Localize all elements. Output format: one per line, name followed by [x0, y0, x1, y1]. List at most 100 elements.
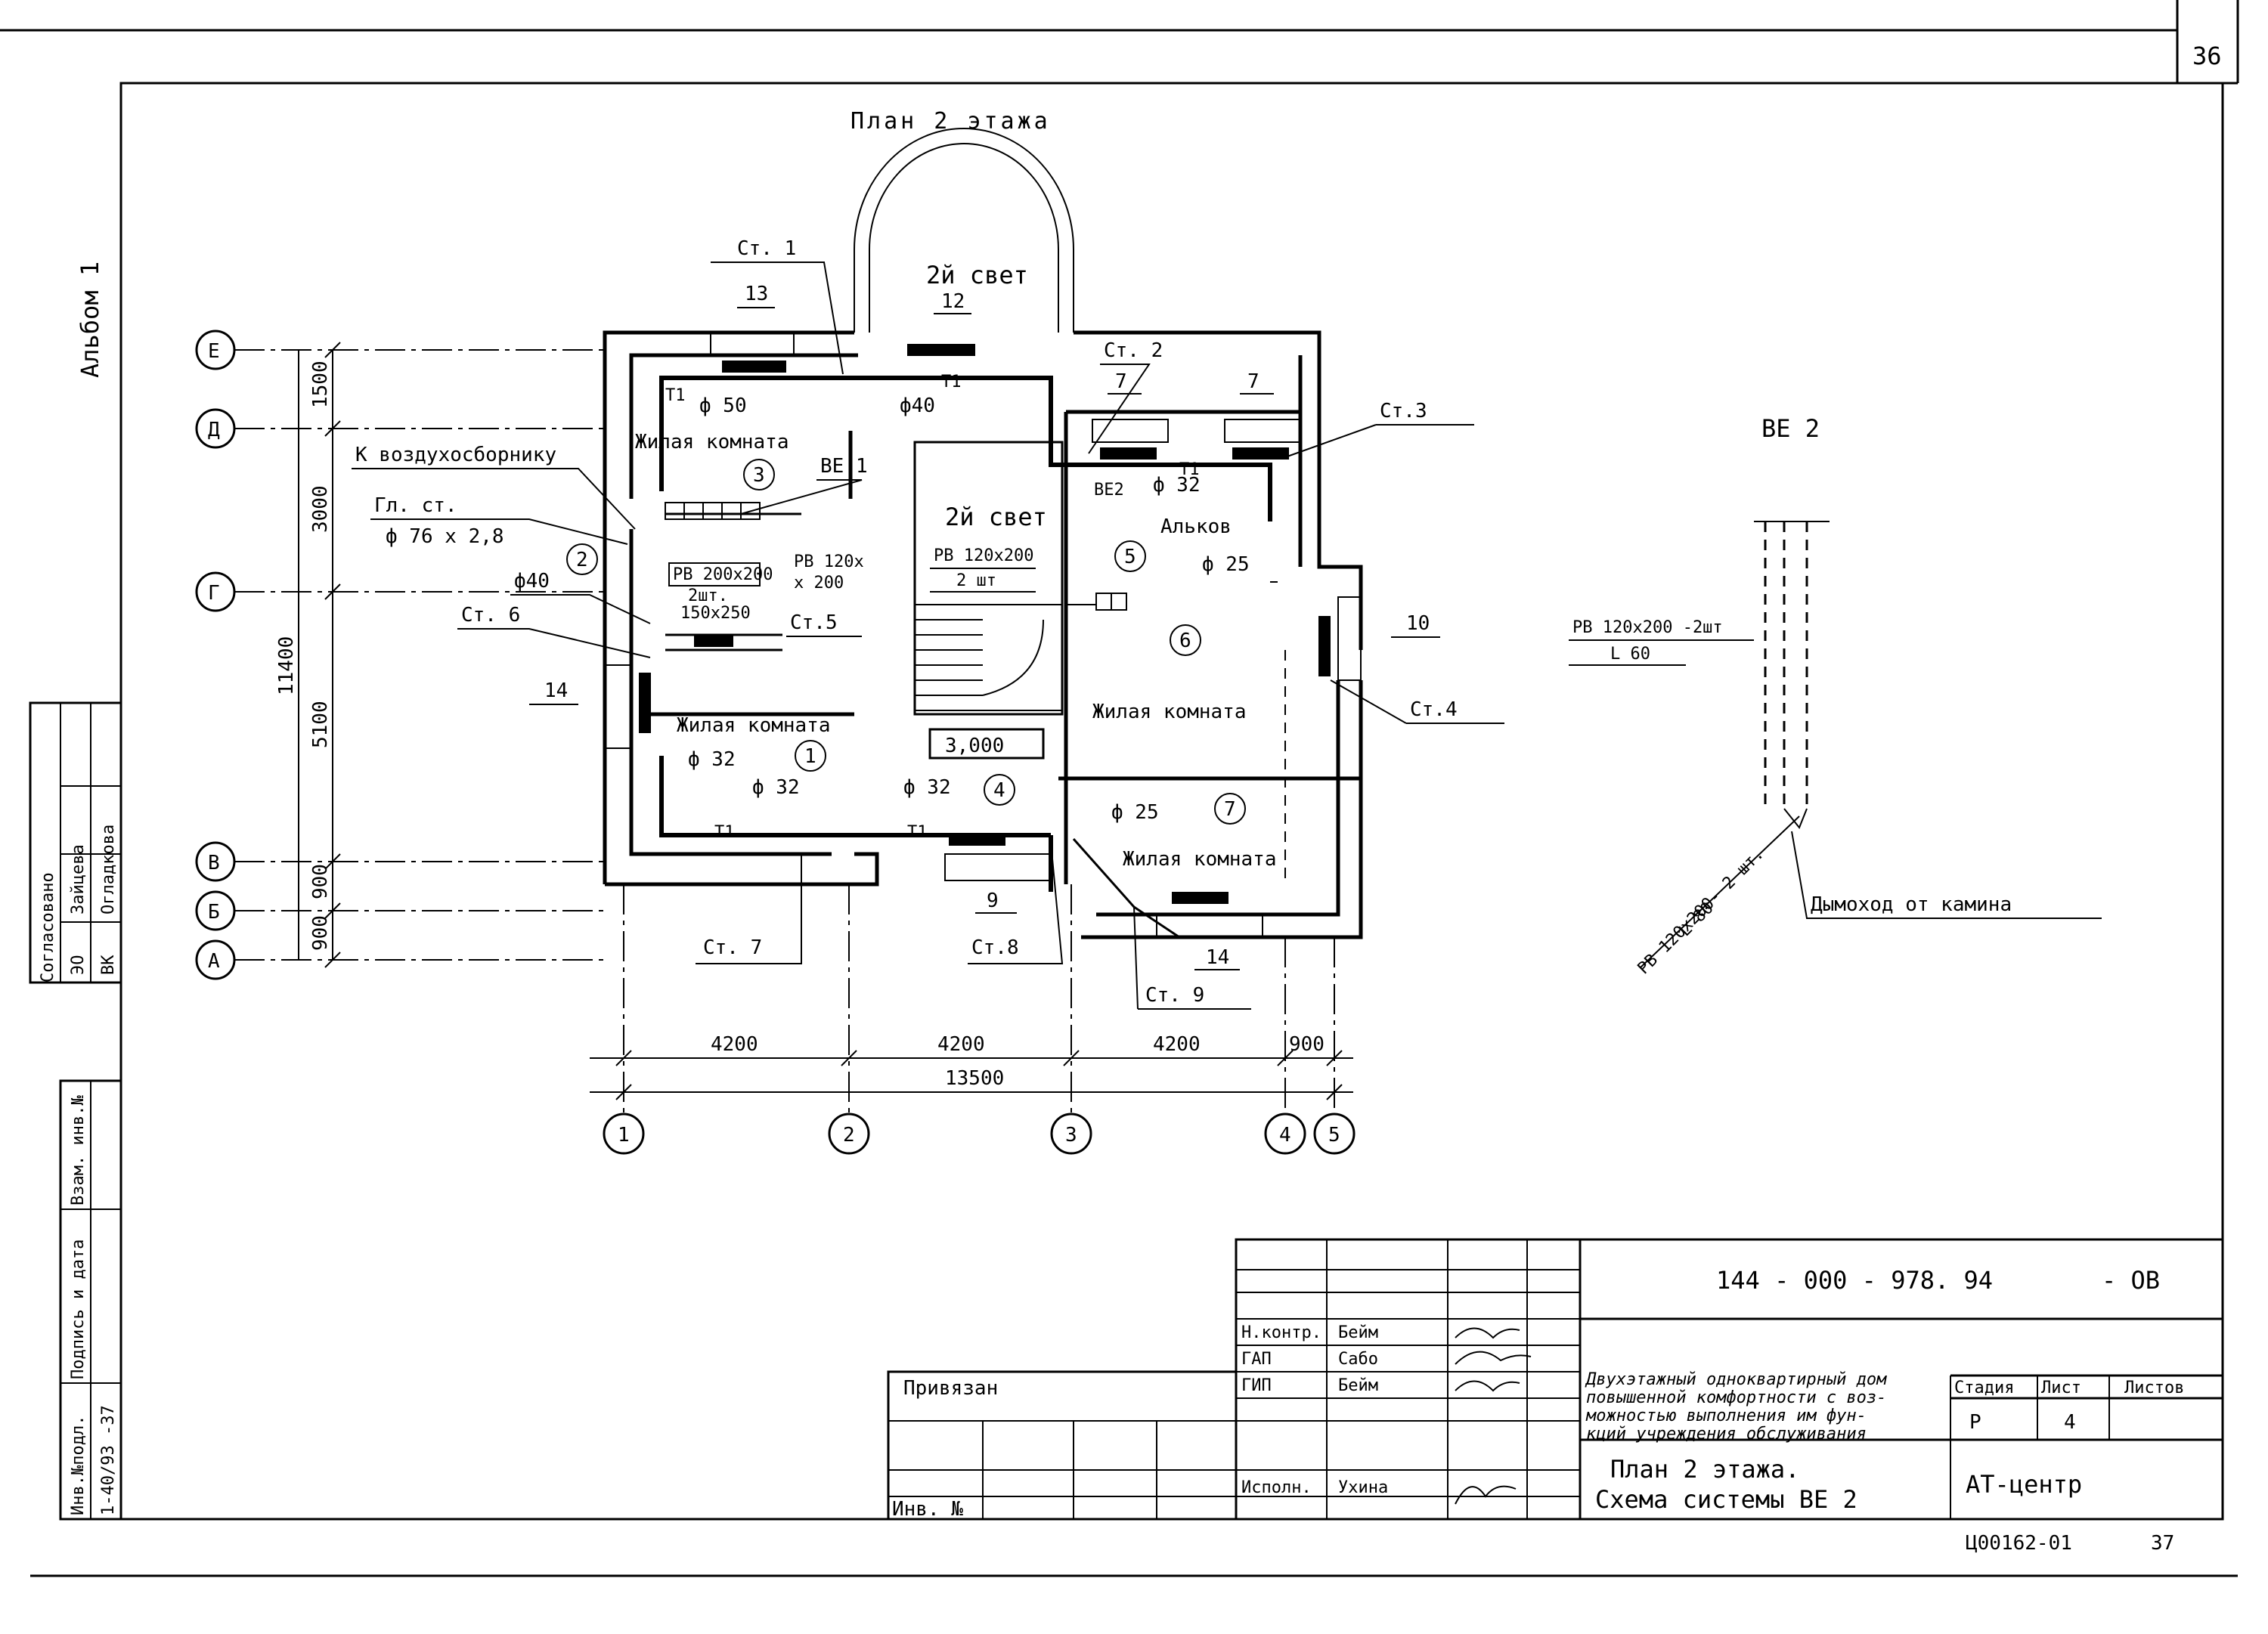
svg-text:ф 32: ф 32 [688, 748, 736, 771]
drawing-title-1: План 2 этажа. [1610, 1455, 1799, 1484]
room-label-lower-left: Жилая комната [677, 714, 831, 737]
svg-text:14: 14 [544, 679, 568, 702]
svg-text:Ст. 1: Ст. 1 [737, 237, 796, 260]
svg-text:ф 32: ф 32 [903, 776, 951, 799]
svg-text:6: 6 [1179, 630, 1191, 652]
svg-text:Ст. 7: Ст. 7 [703, 936, 762, 959]
second-light-mid: 2й свет [945, 503, 1047, 531]
svg-text:Ст.5: Ст.5 [790, 611, 838, 634]
svg-text:4200: 4200 [937, 1033, 985, 1056]
svg-text:1: 1 [804, 745, 816, 768]
svg-text:Исполн.: Исполн. [1241, 1478, 1312, 1497]
svg-text:Стадия: Стадия [1954, 1379, 2014, 1397]
two-pcs-label: 2шт. [688, 586, 728, 605]
approval-stamp: Согласовано ЭО Зайцева ВК Огладкова [29, 701, 122, 984]
second-light-top: 2й свет [926, 261, 1028, 289]
svg-text:Ст. 6: Ст. 6 [461, 604, 520, 627]
approval-title: Согласовано [39, 872, 57, 983]
svg-text:Т1: Т1 [665, 386, 686, 405]
schema-title: ВЕ 2 [1761, 414, 1820, 443]
plan-title: План 2 этажа [850, 108, 1051, 135]
svg-text:900: 900 [309, 915, 332, 951]
svg-text:1: 1 [618, 1124, 630, 1147]
svg-text:7: 7 [1224, 798, 1236, 821]
floor-level: 3,000 [945, 735, 1004, 757]
svg-text:13: 13 [745, 283, 768, 305]
misc-labels: К воздухосборнику ф 76 х 2,8 ВЕ 1 ВЕ2 РВ… [352, 373, 1200, 842]
side-col-inv: Инв.№подл. [69, 1416, 88, 1515]
svg-text:4: 4 [1279, 1124, 1291, 1147]
svg-text:Ст.8: Ст.8 [971, 936, 1019, 959]
schema-ve2: ВЕ 2 РВ 120х200 -2шт L 60 РВ 120х200- 2 … [1569, 414, 2102, 978]
svg-text:5100: 5100 [309, 701, 332, 748]
svg-text:А: А [208, 950, 220, 973]
schema-rv-top: РВ 120х200 -2шт [1572, 618, 1723, 637]
svg-text:Т1: Т1 [941, 373, 962, 391]
drawing-title-2: Схема системы ВЕ 2 [1595, 1485, 1857, 1514]
sheet-frame: 36 [0, 0, 2239, 1577]
album-label: Альбом 1 [76, 262, 104, 378]
rv120a-label: РВ 120х [794, 552, 864, 571]
svg-text:Т1: Т1 [714, 823, 735, 842]
room-label-center: Жилая комната [1092, 701, 1247, 723]
ve1-label: ВЕ 1 [820, 455, 868, 478]
schema-l-top: L 60 [1610, 645, 1650, 664]
svg-text:4: 4 [993, 779, 1005, 802]
svg-text:Ухина: Ухина [1338, 1478, 1388, 1497]
svg-text:Сабо: Сабо [1338, 1350, 1378, 1369]
svg-text:Бейм: Бейм [1338, 1376, 1378, 1395]
pipe-sizes: ф 50 ф40 ф40 ф 32 ф 32 ф 32 ф 32 ф 25 ф … [510, 395, 1250, 824]
rv-stair-label: РВ 120х200 [934, 546, 1033, 565]
ve2-label: ВЕ2 [1094, 481, 1124, 500]
privyazan-label: Привязан [903, 1377, 998, 1400]
svg-text:9: 9 [987, 890, 999, 912]
approval-dept-2: ВК [99, 955, 118, 975]
svg-text:4200: 4200 [711, 1033, 758, 1056]
svg-text:Н.контр.: Н.контр. [1241, 1323, 1321, 1342]
floor-plan-walls: 3,000 [603, 128, 1363, 939]
svg-text:ф 32: ф 32 [1153, 474, 1201, 497]
svg-text:10: 10 [1406, 612, 1430, 635]
svg-text:Г: Г [208, 582, 220, 605]
svg-text:5: 5 [1124, 546, 1136, 568]
room-label-lower-right: Жилая комната [1123, 848, 1277, 871]
svg-text:Р: Р [1969, 1411, 1981, 1434]
svg-text:Двухэтажный одноквартирный дом: Двухэтажный одноквартирный дом [1585, 1370, 1887, 1389]
approval-dept-1: ЭО [69, 955, 88, 976]
svg-text:13500: 13500 [945, 1067, 1004, 1090]
rv-stair-qty: 2 шт [956, 571, 996, 590]
svg-text:Б: Б [208, 901, 220, 924]
svg-text:2: 2 [576, 549, 588, 571]
approval-name-2: Огладкова [99, 825, 118, 914]
radiators [639, 344, 1331, 904]
svg-text:14: 14 [1206, 946, 1229, 969]
svg-text:ф40: ф40 [514, 570, 550, 593]
doc-suffix: - ОВ [2102, 1266, 2160, 1295]
svg-text:4: 4 [2064, 1411, 2076, 1434]
svg-text:Листов: Листов [2124, 1379, 2184, 1397]
svg-text:3000: 3000 [309, 485, 332, 533]
inv-number: 1-40/93 -37 [99, 1405, 118, 1515]
svg-text:ГИП: ГИП [1241, 1376, 1272, 1395]
bottom-number: 37 [2151, 1532, 2174, 1555]
size150-label: 150х250 [680, 604, 751, 623]
svg-text:Бейм: Бейм [1338, 1323, 1378, 1342]
title-block: Привязан Инв. № 144 - 000 - 978. 94 - ОВ… [887, 1238, 2224, 1555]
svg-text:12: 12 [941, 290, 965, 313]
svg-text:Гл. ст.: Гл. ст. [374, 494, 457, 517]
svg-text:Ст. 9: Ст. 9 [1145, 984, 1204, 1007]
svg-text:В: В [208, 852, 220, 874]
svg-text:4200: 4200 [1153, 1033, 1201, 1056]
svg-text:ф40: ф40 [900, 395, 935, 417]
svg-text:900: 900 [309, 864, 332, 899]
rv200-label: РВ 200х200 [673, 565, 773, 584]
svg-text:Ст. 2: Ст. 2 [1104, 339, 1163, 362]
svg-text:кций учреждения обслуживания: кций учреждения обслуживания [1586, 1425, 1867, 1444]
svg-text:7: 7 [1115, 370, 1127, 393]
to-collector-label: К воздухосборнику [355, 444, 556, 466]
alcove-label: Альков [1160, 515, 1232, 538]
svg-text:Т1: Т1 [1179, 460, 1200, 479]
svg-text:ГАП: ГАП [1241, 1350, 1272, 1369]
main-stack-size: ф 76 х 2,8 [386, 525, 504, 548]
